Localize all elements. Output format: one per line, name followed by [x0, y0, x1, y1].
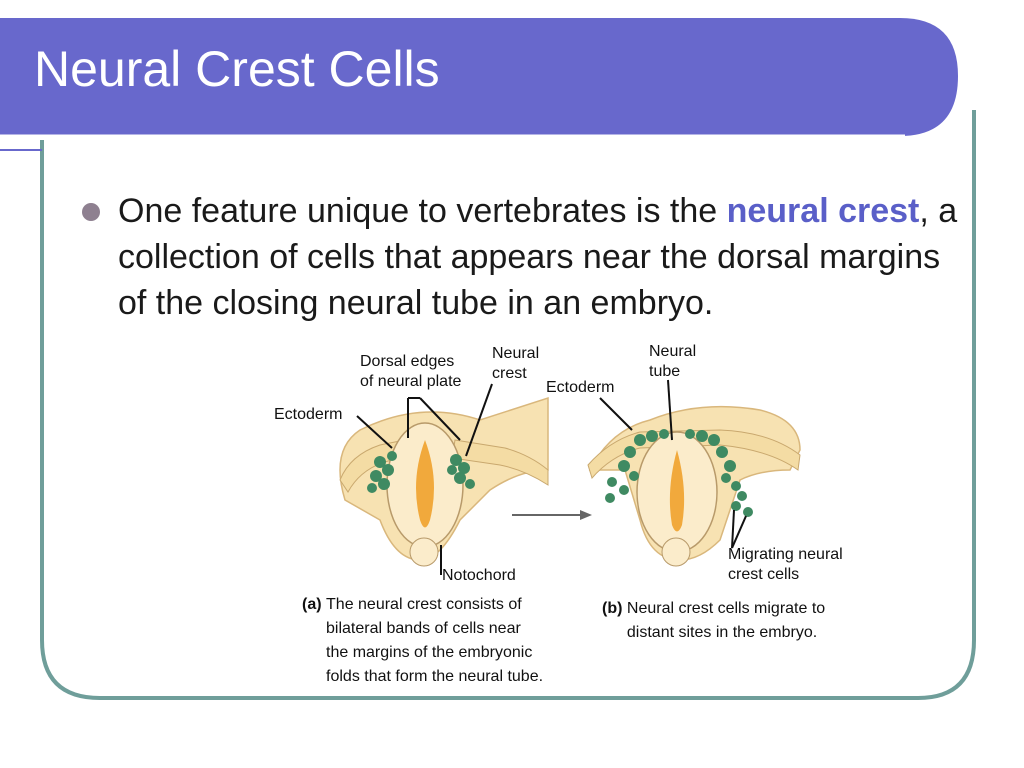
caption-b-tag: (b): [602, 600, 623, 617]
label-a-neural-crest: Neural crest: [492, 345, 540, 382]
label-a-ectoderm: Ectoderm: [274, 406, 343, 423]
bullet-text-before: One feature unique to vertebrates is the: [118, 192, 727, 230]
label-b-neural-tube: Neural tube: [649, 343, 697, 380]
bullet-text: One feature unique to vertebrates is the…: [118, 188, 958, 326]
label-b-migrating: Migrating neural crest cells: [728, 546, 843, 583]
caption-b: (b) Neural crest cells migrate to distan…: [602, 597, 825, 645]
caption-a: (a) The neural crest consists of bilater…: [302, 593, 543, 689]
caption-a-tag: (a): [302, 596, 322, 613]
bullet-dot-icon: [82, 203, 100, 221]
label-a-dorsal-edges: Dorsal edges of neural plate: [360, 353, 462, 390]
bullet-highlight-term: neural crest: [726, 192, 920, 230]
caption-a-text: The neural crest consists of bilateral b…: [326, 596, 544, 685]
title-bar: [0, 18, 958, 136]
content-border: [40, 110, 976, 700]
label-b-ectoderm: Ectoderm: [546, 379, 615, 396]
label-a-notochord: Notochord: [442, 567, 516, 584]
slide-title: Neural Crest Cells: [34, 41, 440, 97]
caption-b-text: Neural crest cells migrate to distant si…: [626, 600, 826, 641]
bullet-text-after: , a collection of cells that appears nea…: [118, 192, 958, 322]
